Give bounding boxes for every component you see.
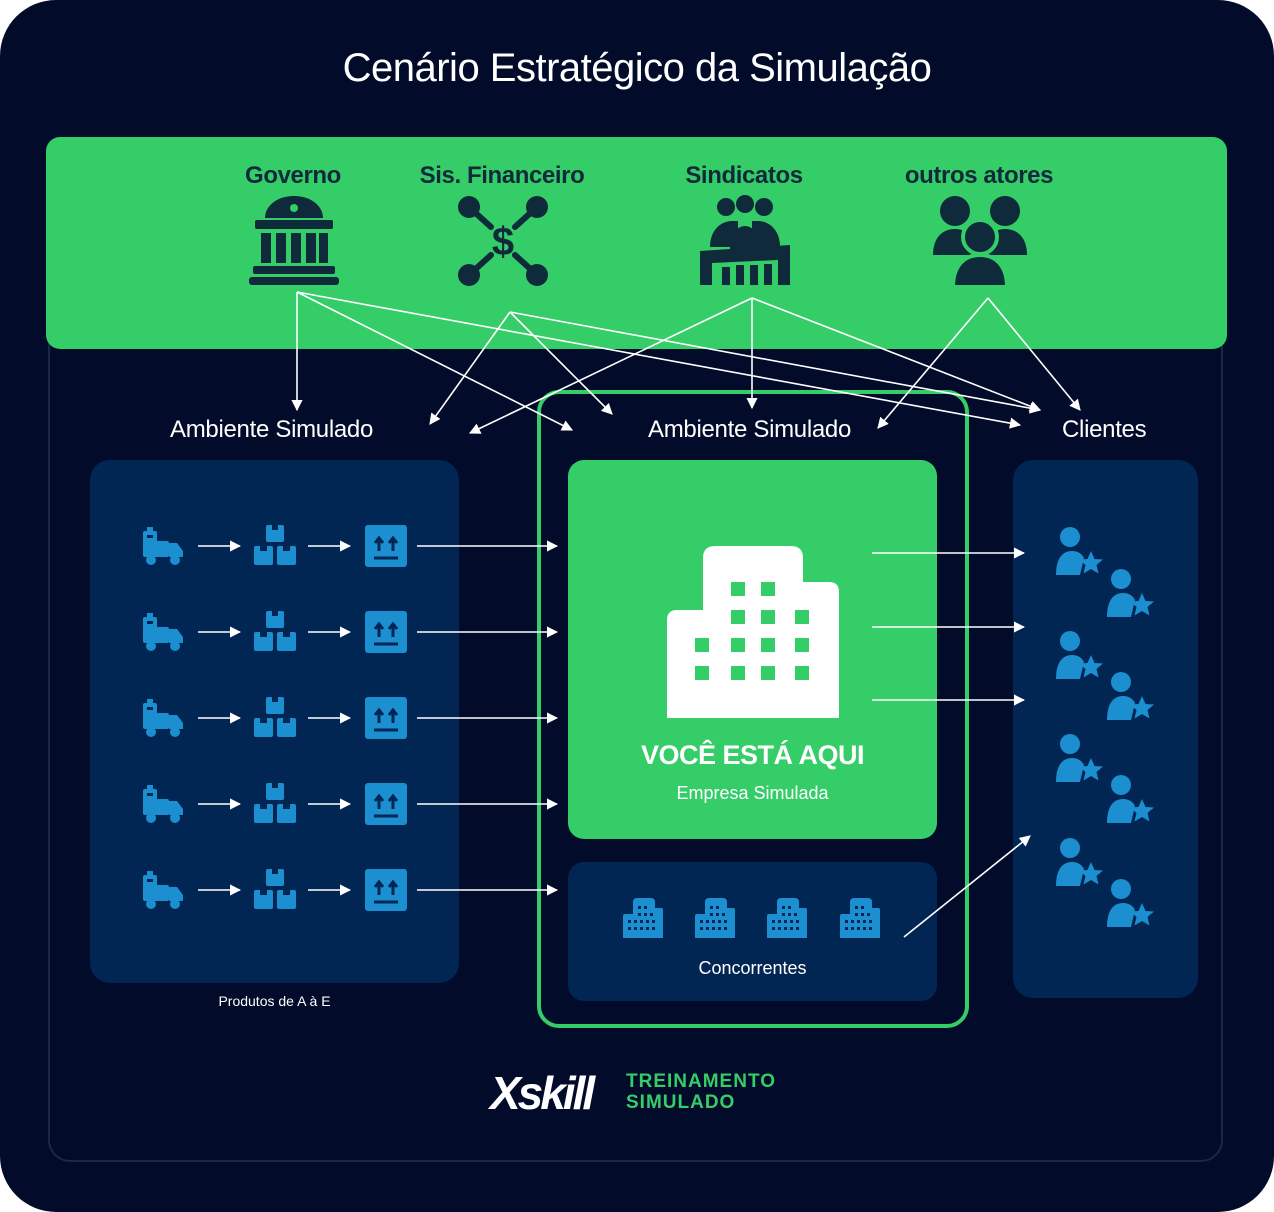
page-title: Cenário Estratégico da Simulação (342, 46, 932, 90)
boxes-stack-icon (254, 869, 296, 909)
star-customer-icon (1056, 631, 1104, 679)
arrow-governo-center (296, 291, 574, 431)
shipping-box-icon (365, 697, 407, 739)
simulated-environment-outline (537, 390, 969, 1028)
bank-icon (249, 196, 339, 285)
star-customer-icon (1107, 569, 1155, 617)
arrow-outros-clients (987, 297, 1081, 411)
arrow-fin-left (429, 311, 511, 425)
left-environment-label: Ambiente Simulado (170, 416, 374, 443)
brand-tagline-line2: SIMULADO (626, 1092, 736, 1113)
arrow-fin-center (509, 311, 613, 415)
arrow-fin-clients (509, 311, 1042, 414)
star-customer-icon (1056, 734, 1104, 782)
boxes-stack-icon (254, 611, 296, 651)
brand-logo: Xskill (490, 1067, 595, 1119)
products-caption: Produtos de A à E (218, 993, 331, 1009)
shipping-box-icon (365, 869, 407, 911)
delivery-truck-icon (143, 785, 183, 823)
actors-bar (46, 137, 1227, 349)
star-customer-icon (1107, 775, 1155, 823)
star-customer-icon (1056, 838, 1104, 886)
boxes-stack-icon (254, 697, 296, 737)
delivery-truck-icon (143, 871, 183, 909)
shipping-box-icon (365, 525, 407, 567)
company-subtitle: Empresa Simulada (676, 783, 829, 803)
competitors-label: Concorrentes (698, 958, 807, 978)
people-group-icon (933, 196, 1027, 287)
clients-panel (1013, 460, 1198, 998)
small-building-icon (767, 898, 807, 938)
actor-label-financeiro: Sis. Financeiro (419, 162, 585, 189)
clients-label: Clientes (1062, 416, 1147, 443)
office-building-icon (667, 546, 839, 718)
delivery-truck-icon (143, 613, 183, 651)
shipping-box-icon (365, 783, 407, 825)
shipping-box-icon (365, 611, 407, 653)
brand-tagline-line1: TREINAMENTO (626, 1071, 776, 1092)
arrow-competitors-clients (903, 835, 1031, 938)
small-building-icon (840, 898, 880, 938)
svg-text:$: $ (492, 220, 514, 264)
arrow-sind-clients (751, 297, 1042, 412)
center-environment-label: Ambiente Simulado (648, 416, 852, 443)
union-crowd-icon (700, 195, 790, 285)
actor-label-governo: Governo (245, 162, 341, 189)
small-building-icon (623, 898, 663, 938)
arrow-outros-center (877, 297, 989, 429)
arrow-sind-left (468, 297, 753, 434)
arrow-governo-clients (296, 291, 1022, 429)
star-customer-icon (1107, 672, 1155, 720)
financial-network-icon: $ (458, 196, 548, 286)
delivery-truck-icon (143, 527, 183, 565)
boxes-stack-icon (254, 525, 296, 565)
star-customer-icon (1056, 527, 1104, 575)
actor-label-outros: outros atores (904, 162, 1054, 189)
you-are-here-heading: VOCÊ ESTÁ AQUI (640, 740, 865, 770)
actor-label-sindicatos: Sindicatos (685, 162, 803, 189)
star-customer-icon (1107, 879, 1155, 927)
small-building-icon (695, 898, 735, 938)
boxes-stack-icon (254, 783, 296, 823)
delivery-truck-icon (143, 699, 183, 737)
